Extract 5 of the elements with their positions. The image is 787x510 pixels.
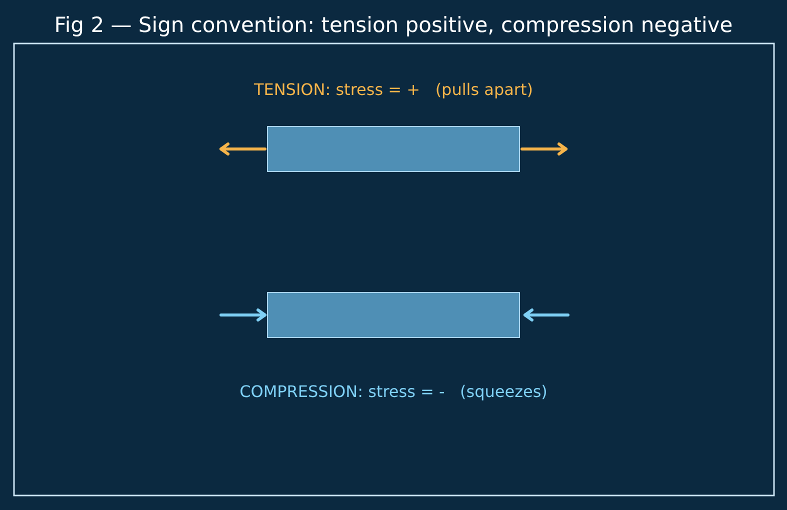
annotation-text: TENSION: stress = + (pulls apart) bbox=[254, 80, 534, 99]
bar bbox=[267, 292, 520, 338]
annotation-text: COMPRESSION: stress = - (squeezes) bbox=[240, 382, 548, 401]
figure-title: Fig 2 — Sign convention: tension positive, compression negative bbox=[54, 12, 733, 39]
bar bbox=[267, 126, 520, 172]
